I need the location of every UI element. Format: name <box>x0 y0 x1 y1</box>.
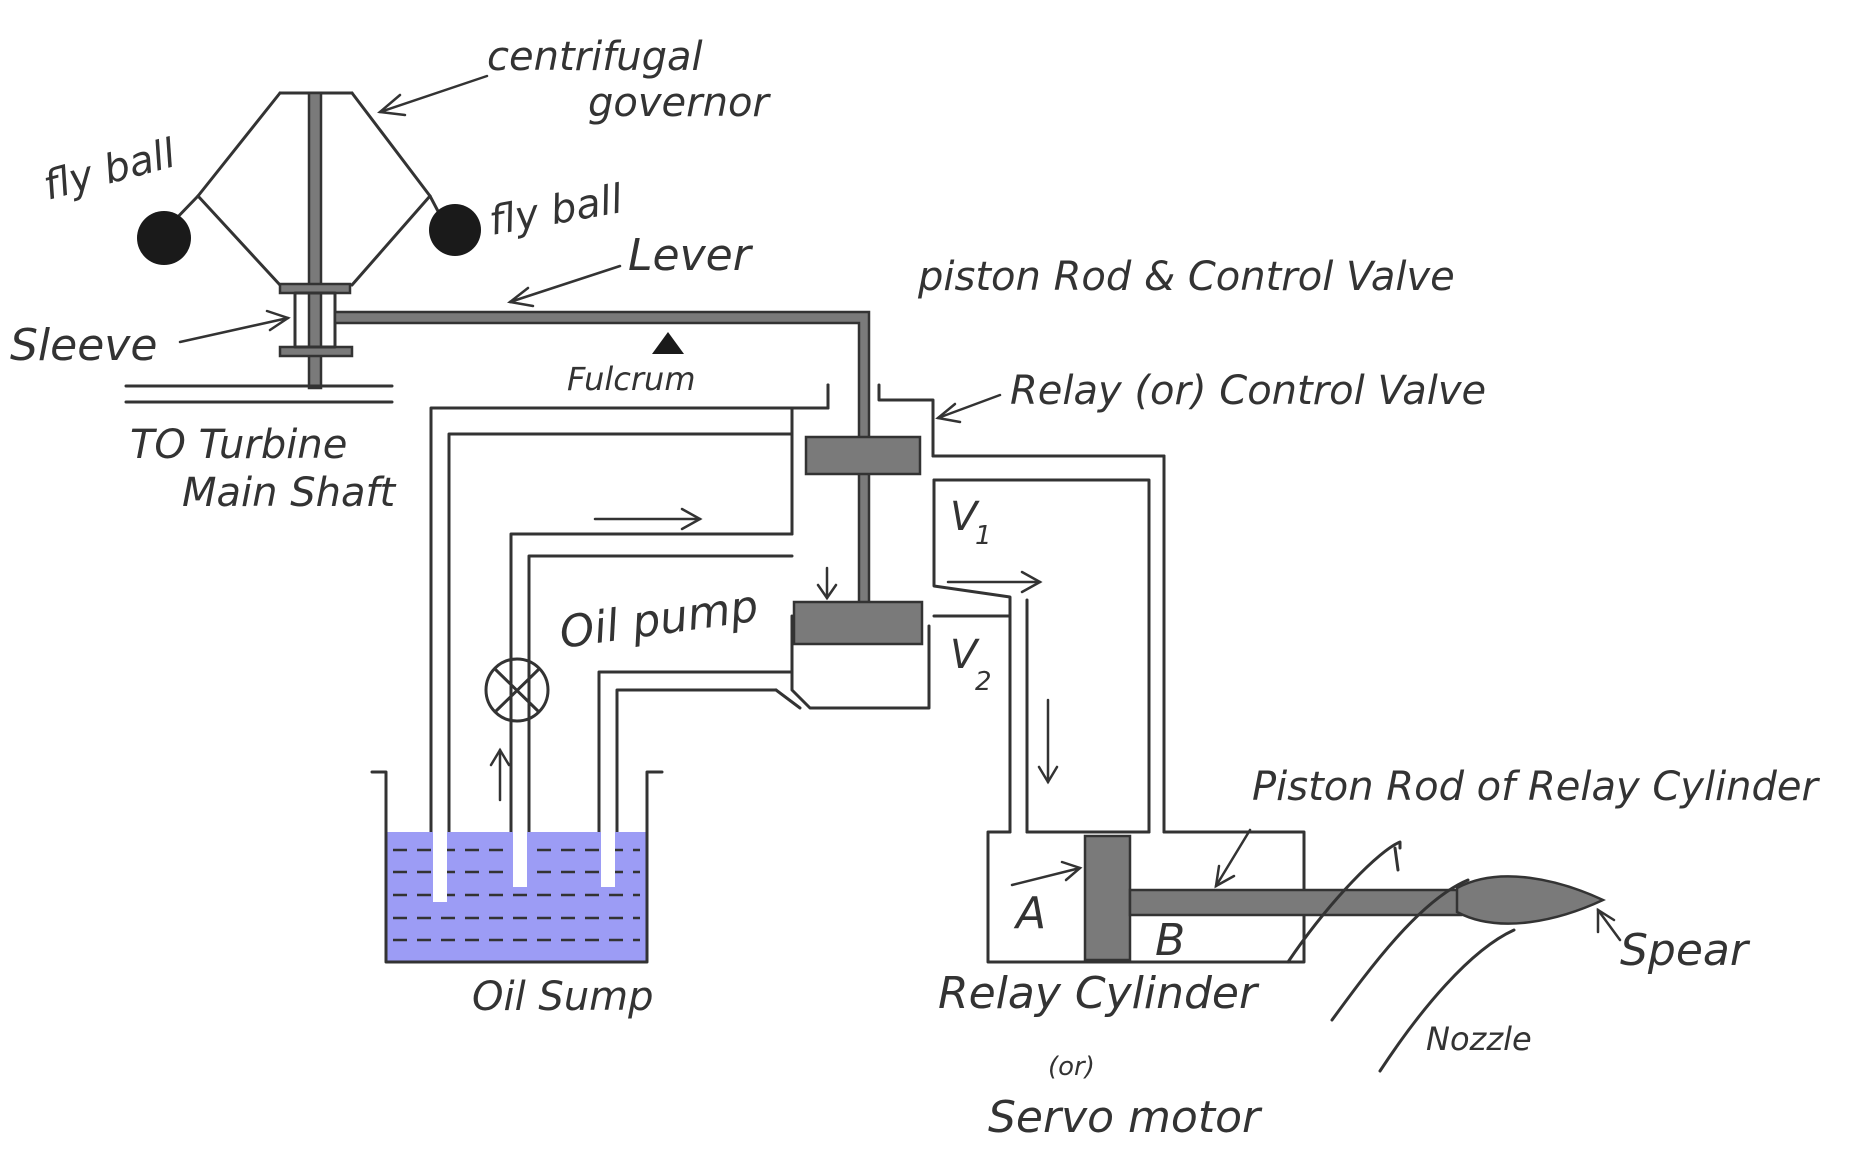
label-oil-sump: Oil Sump <box>472 974 654 1020</box>
control-valve-piston-lower <box>792 600 924 646</box>
label-sleeve: Sleeve <box>10 320 157 371</box>
flyball-left <box>137 211 191 265</box>
label-spear: Spear <box>1620 925 1751 976</box>
label-to-turbine: TO Turbine <box>130 422 347 468</box>
label-v1: V 1 <box>950 494 992 551</box>
label-v2: V 2 <box>950 632 992 697</box>
svg-text:V: V <box>950 632 980 678</box>
label-servo-motor: Servo motor <box>988 1092 1263 1143</box>
lever <box>333 310 871 607</box>
annotation-arrows <box>178 74 1622 942</box>
control-valve-piston-upper <box>804 435 922 476</box>
label-piston-rod-control-valve: piston Rod & Control Valve <box>917 254 1455 300</box>
relay-piston <box>1083 834 1132 962</box>
fulcrum-triangle <box>652 332 684 354</box>
label-piston-rod-relay-cylinder: Piston Rod of Relay Cylinder <box>1252 764 1821 810</box>
label-nozzle: Nozzle <box>1426 1020 1532 1058</box>
svg-text:1: 1 <box>975 521 992 551</box>
label-a: A <box>1013 888 1046 939</box>
labels: centrifugal governor fly ball fly ball L… <box>10 34 1821 1143</box>
relay-control-valve <box>790 383 1166 834</box>
nozzle-spear <box>1286 840 1606 1073</box>
label-main-shaft: Main Shaft <box>182 470 397 516</box>
label-governor: governor <box>588 80 771 126</box>
label-or: (or) <box>1048 1052 1095 1082</box>
label-centrifugal: centrifugal <box>487 34 703 80</box>
relay-cylinder <box>986 830 1463 964</box>
centrifugal-governor <box>124 91 481 404</box>
label-flyball-right: fly ball <box>486 176 626 245</box>
label-oil-pump: Oil pump <box>556 581 761 659</box>
svg-text:2: 2 <box>975 667 992 697</box>
oil-pipes <box>429 383 830 904</box>
flyball-right <box>429 204 481 256</box>
label-lever: Lever <box>628 230 754 281</box>
label-fulcrum: Fulcrum <box>567 360 695 398</box>
label-relay-cylinder: Relay Cylinder <box>938 968 1260 1019</box>
label-relay-control-valve: Relay (or) Control Valve <box>1010 368 1486 414</box>
relay-piston-rod <box>1128 888 1463 917</box>
svg-text:V: V <box>950 494 980 540</box>
label-flyball-left: fly ball <box>39 130 181 209</box>
spear-tip <box>1455 875 1606 925</box>
label-b: B <box>1155 915 1185 966</box>
oil-sump <box>370 770 664 964</box>
